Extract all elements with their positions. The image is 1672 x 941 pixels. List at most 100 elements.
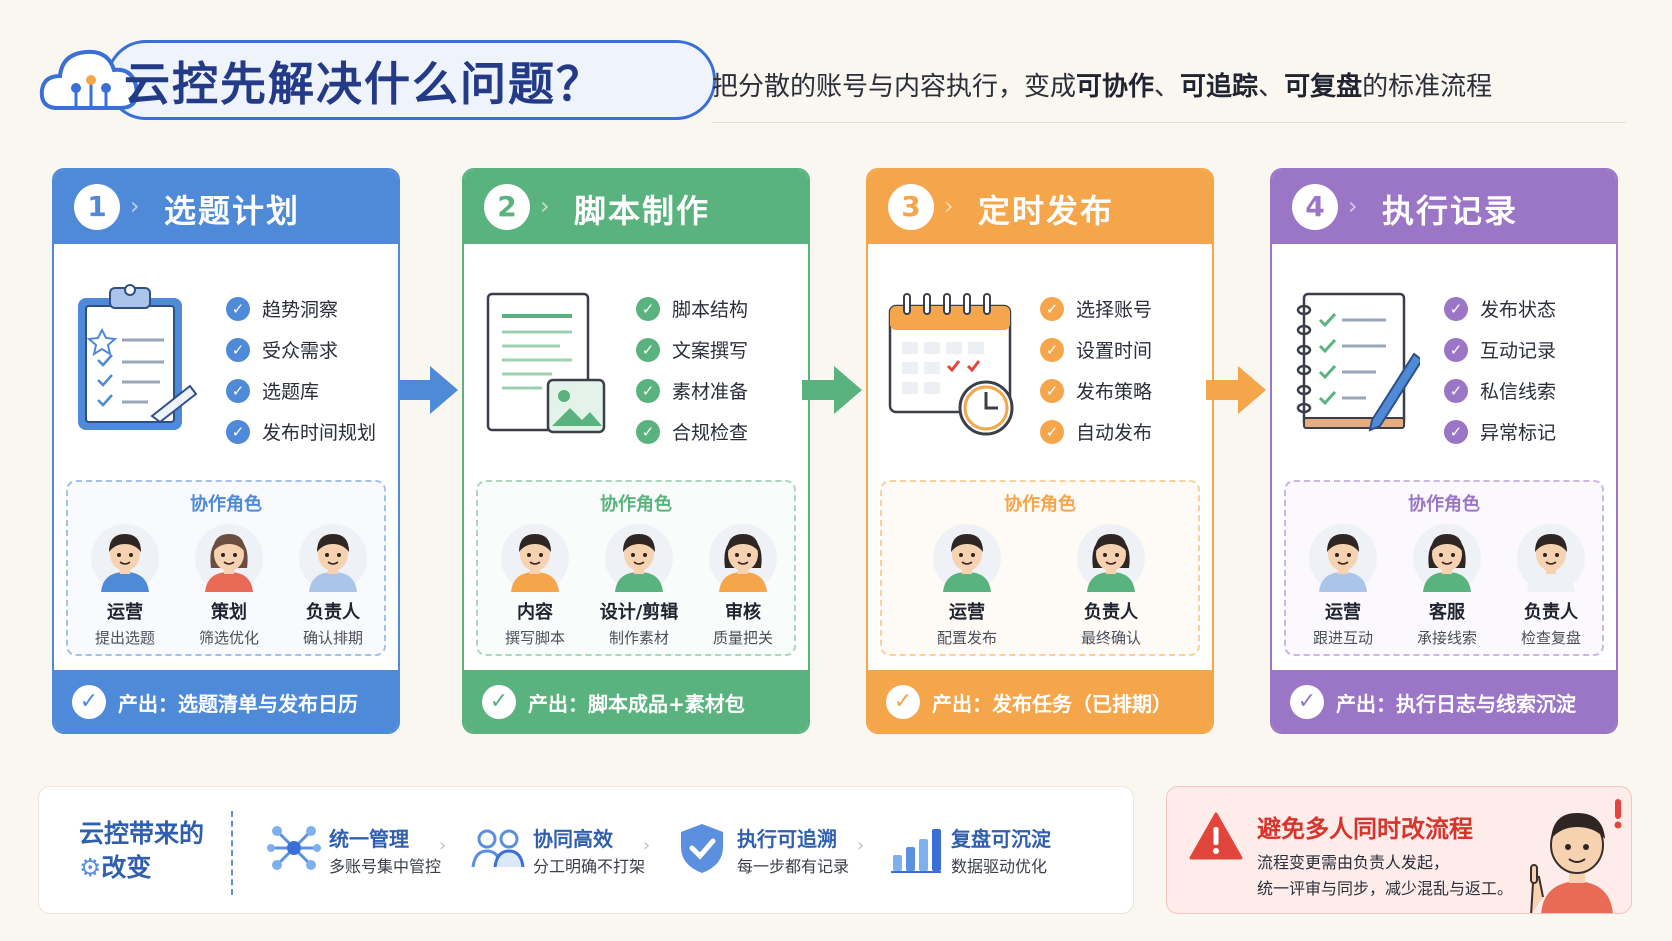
roles-box: 协作角色 运营 跟进互动 客服 承接线索	[1284, 480, 1604, 656]
role-name: 审核	[725, 602, 761, 623]
role-name: 运营	[1325, 602, 1361, 623]
step-number: 1	[74, 184, 120, 230]
benefit-name: 执行可追溯	[737, 827, 837, 851]
checklist-item: ✓ 素材准备	[636, 370, 748, 411]
output-text: 产出：脚本成品+素材包	[528, 691, 745, 716]
role-desc: 确认排期	[302, 629, 363, 647]
check-circle-icon: ✓	[636, 337, 660, 362]
roles-title: 协作角色	[600, 494, 672, 515]
checklist-item-label: 选择账号	[1076, 299, 1153, 321]
flow-arrow-icon	[398, 366, 458, 414]
chevron-right-icon: ›	[857, 835, 865, 856]
step-number: 3	[888, 184, 934, 230]
cloud-network-icon	[39, 49, 139, 110]
step-output: ✓ 产出：选题清单与发布日历	[54, 670, 398, 732]
benefits-divider	[231, 811, 233, 895]
check-circle-icon: ✓	[226, 378, 250, 403]
checklist-item-label: 互动记录	[1480, 340, 1557, 362]
benefits-title-line: 改变	[101, 853, 152, 882]
roles-box: 协作角色 运营 配置发布 负责人 最终确认	[880, 480, 1200, 656]
step-illustration	[72, 280, 202, 440]
settings-icon: ⚙	[79, 853, 102, 882]
step-header: 4 › 执行记录	[1272, 170, 1616, 244]
subtitle-emphasis: 可复盘	[1284, 72, 1363, 102]
role-card: 运营 跟进互动	[1288, 522, 1398, 648]
check-circle-icon: ✓	[636, 419, 660, 444]
benefit-name: 统一管理	[329, 827, 409, 851]
role-card: 负责人 最终确认	[1056, 522, 1166, 648]
benefit-desc: 每一步都有记录	[737, 857, 850, 876]
benefits-title-line: 云控带来的	[79, 819, 205, 848]
flow-arrow-icon	[802, 366, 862, 414]
role-card: 负责人 检查复盘	[1496, 522, 1606, 648]
subtitle-emphasis: 可协作	[1076, 72, 1155, 102]
benefits-title: 云控带来的 ⚙改变	[79, 817, 204, 885]
checklist-item-label: 发布策略	[1076, 381, 1153, 403]
role-desc: 检查复盘	[1520, 629, 1581, 647]
subtitle-text: 把分散的账号与内容执行，变成	[712, 72, 1077, 102]
benefit-name: 协同高效	[533, 827, 613, 851]
role-card: 审核 质量把关	[688, 522, 798, 648]
step-title: 定时发布	[978, 192, 1115, 230]
step-illustration	[482, 280, 612, 440]
checklist-item: ✓ 私信线索	[1444, 370, 1556, 411]
checklist-item: ✓ 脚本结构	[636, 288, 748, 329]
shield-check-icon	[681, 824, 723, 873]
check-circle-icon: ✓	[226, 419, 250, 444]
checklist-item-label: 文案撰写	[672, 340, 749, 362]
benefit-desc: 多账号集中管控	[329, 857, 442, 876]
warning-text: 流程变更需由负责人发起，	[1257, 853, 1450, 872]
roles-box: 协作角色 运营 提出选题 策划 筛选优化	[66, 480, 386, 656]
avatar	[605, 524, 673, 592]
role-name: 运营	[107, 602, 143, 623]
step-number: 4	[1292, 184, 1338, 230]
step-card-script: 2 › 脚本制作 ✓ 脚本结构 ✓ 文案撰写 ✓ 素材准备 ✓ 合规检查	[462, 168, 810, 734]
team-icon	[471, 829, 525, 868]
page-subtitle: 把分散的账号与内容执行，变成可协作、可追踪、可复盘的标准流程	[712, 66, 1492, 103]
avatar	[933, 524, 1001, 592]
avatar	[501, 524, 569, 592]
role-name: 客服	[1429, 602, 1465, 623]
checklist-item: ✓ 选择账号	[1040, 288, 1152, 329]
role-desc: 承接线索	[1416, 629, 1477, 647]
chevron-right-icon: ›	[1348, 192, 1358, 220]
step-title: 选题计划	[164, 192, 301, 230]
roles-title: 协作角色	[1004, 494, 1076, 515]
avatar	[1309, 524, 1377, 592]
output-text: 产出：执行日志与线索沉淀	[1336, 691, 1576, 716]
step-card-schedule: 3 › 定时发布 ✓ 选择账号 ✓ 设置时间 ✓ 发布策略 ✓ 自动发布	[866, 168, 1214, 734]
check-circle-icon: ✓	[482, 685, 516, 719]
role-card: 负责人 确认排期	[278, 522, 388, 648]
page-title: 云控先解决什么问题？	[124, 57, 604, 111]
header-divider	[712, 122, 1626, 123]
notebook-pen-icon	[1296, 292, 1424, 432]
role-desc: 跟进互动	[1312, 629, 1373, 647]
warning-text: 统一评审与同步，减少混乱与返工。	[1257, 879, 1514, 898]
title-banner	[106, 40, 716, 120]
checklist-item-label: 设置时间	[1076, 340, 1153, 362]
warning-title: 避免多人同时改流程	[1257, 815, 1473, 843]
flow-arrow-icon	[1206, 366, 1266, 414]
output-text: 产出：选题清单与发布日历	[118, 691, 358, 716]
role-desc: 质量把关	[712, 629, 773, 647]
role-card: 策划 筛选优化	[174, 522, 284, 648]
checklist-item: ✓ 设置时间	[1040, 329, 1152, 370]
role-desc: 撰写脚本	[504, 629, 565, 647]
benefits-panel: 云控带来的 ⚙改变 统一管理 多账号集中管控 › 协同高效 分工明确不打架 ›	[38, 786, 1134, 914]
avatar	[91, 524, 159, 592]
subtitle-emphasis: 可追踪	[1180, 72, 1259, 102]
role-name: 策划	[211, 602, 247, 623]
avatar	[1077, 524, 1145, 592]
role-desc: 配置发布	[936, 629, 997, 647]
check-circle-icon: ✓	[1040, 296, 1064, 321]
checklist-item-label: 选题库	[262, 381, 320, 403]
header: 云控先解决什么问题？ 把分散的账号与内容执行，变成可协作、可追踪、可复盘的标准流…	[36, 38, 1626, 128]
role-name: 负责人	[1084, 602, 1138, 623]
output-text: 产出：发布任务（已排期）	[932, 691, 1172, 716]
checklist-item: ✓ 选题库	[226, 370, 376, 411]
step-illustration	[1290, 280, 1424, 440]
step-number: 2	[484, 184, 530, 230]
check-circle-icon: ✓	[886, 685, 920, 719]
checklist-item: ✓ 自动发布	[1040, 411, 1152, 452]
step-output: ✓ 产出：发布任务（已排期）	[868, 670, 1212, 732]
